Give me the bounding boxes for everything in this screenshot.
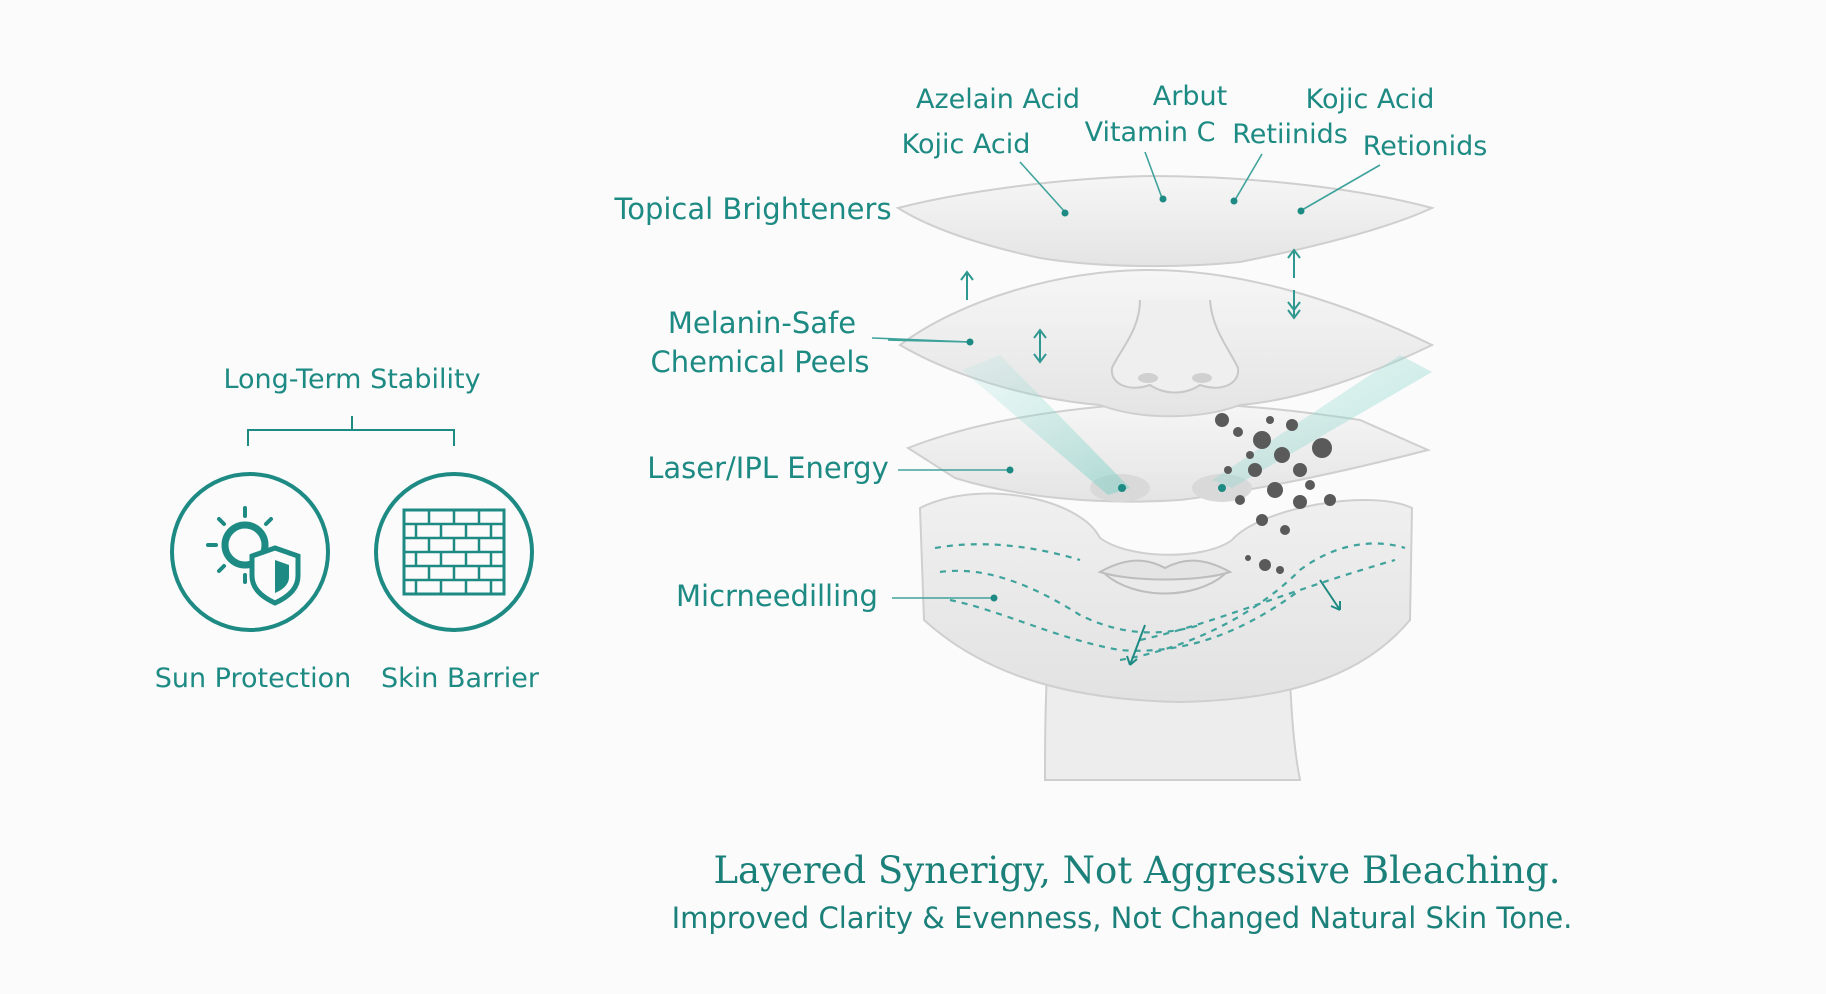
peels-label-line2: Chemical Peels [650,345,869,379]
laser-label: Laser/IPL Energy [647,451,889,485]
ingredient-leaders [1019,151,1381,213]
kojic-acid-left-label: Kojic Acid [902,129,1031,160]
bracket-connector [247,416,455,446]
vitamin-c-label: Vitamin C [1085,117,1216,148]
footer-title: Layered Synerigy, Not Aggressive Bleachi… [713,849,1560,892]
layer-leaders [871,337,1010,599]
dermis-layer [918,492,1414,704]
microneedling-label: Micrneedilling [676,579,878,613]
peels-label-line1: Melanin-Safe [668,306,856,340]
penetration-arrows [960,248,1301,364]
brick-wall-icon [374,472,534,632]
long-term-stability-panel: Long-Term Stability [155,364,540,694]
microneedle-channels [934,542,1406,662]
ingredient-dots [1061,195,1305,217]
pigment-clusters [1215,413,1336,574]
layer-labels: Topical Brighteners Melanin-Safe Chemica… [613,192,891,613]
face-illustration [918,492,1414,781]
nose [1110,299,1240,394]
stability-heading: Long-Term Stability [223,364,480,395]
lips [1097,559,1233,581]
topical-brighteners-label: Topical Brighteners [613,192,891,226]
layer-dots [966,338,1014,602]
sun-shield-icon [170,472,330,632]
kojic-acid-right-label: Kojic Acid [1306,84,1435,115]
laser-beams [962,355,1432,495]
microneedle-arrows [1126,579,1341,666]
topical-layer [895,174,1435,268]
footer-subtitle: Improved Clarity & Evenness, Not Changed… [672,901,1573,935]
retiinids-label: Retiinids [1232,119,1348,150]
arbut-label: Arbut [1153,81,1227,112]
skin-barrier-label: Skin Barrier [381,663,540,694]
sun-protection-label: Sun Protection [155,663,352,694]
ingredient-labels: Azelain Acid Arbut Kojic Acid Kojic Acid… [902,81,1488,162]
retionids-label: Retionids [1363,131,1488,162]
chemical-peel-layer [898,268,1435,418]
azelain-acid-label: Azelain Acid [916,84,1080,115]
